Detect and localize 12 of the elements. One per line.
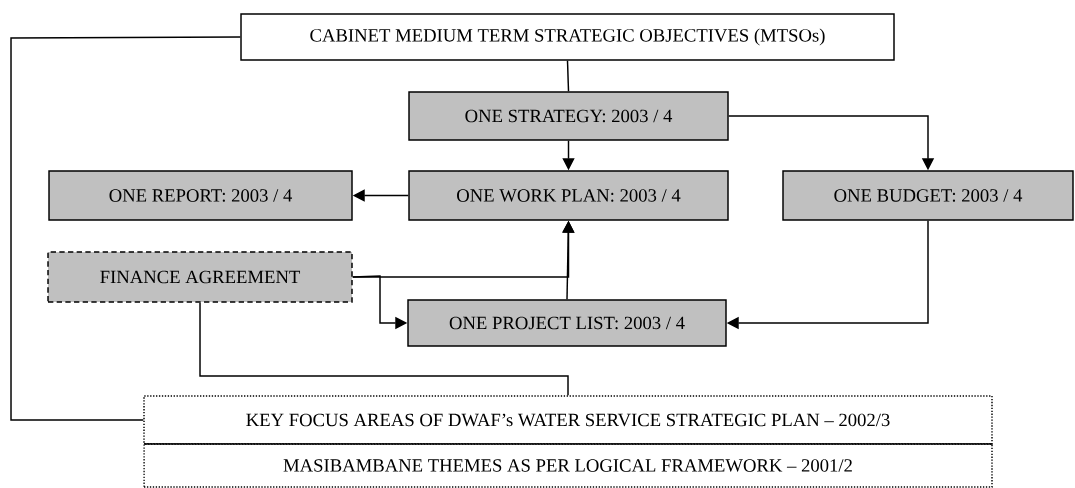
process-box: ONE WORK PLAN: 2003 / 4: [408, 170, 729, 221]
process-box: ONE STRATEGY: 2003 / 4: [408, 91, 729, 141]
focus-area-box: KEY FOCUS AREAS OF DWAF’s WATER SERVICE STRATEGIC PLAN – 2002/3: [143, 395, 993, 445]
process-box: ONE PROJECT LIST: 2003 / 4: [407, 299, 727, 347]
connector-line: [566, 60, 570, 92]
agreement-box: FINANCE AGREEMENT: [47, 251, 353, 303]
connector-line: [199, 302, 569, 396]
connector-line: [10, 36, 241, 421]
process-box: ONE REPORT: 2003 / 4: [48, 170, 353, 221]
theme-box: MASIBAMBANE THEMES AS PER LOGICAL FRAMEWORK – 2001/2: [143, 443, 993, 488]
process-box: ONE BUDGET: 2003 / 4: [782, 170, 1074, 221]
objectives-box: CABINET MEDIUM TERM STRATEGIC OBJECTIVES (MTSOs): [240, 13, 895, 61]
